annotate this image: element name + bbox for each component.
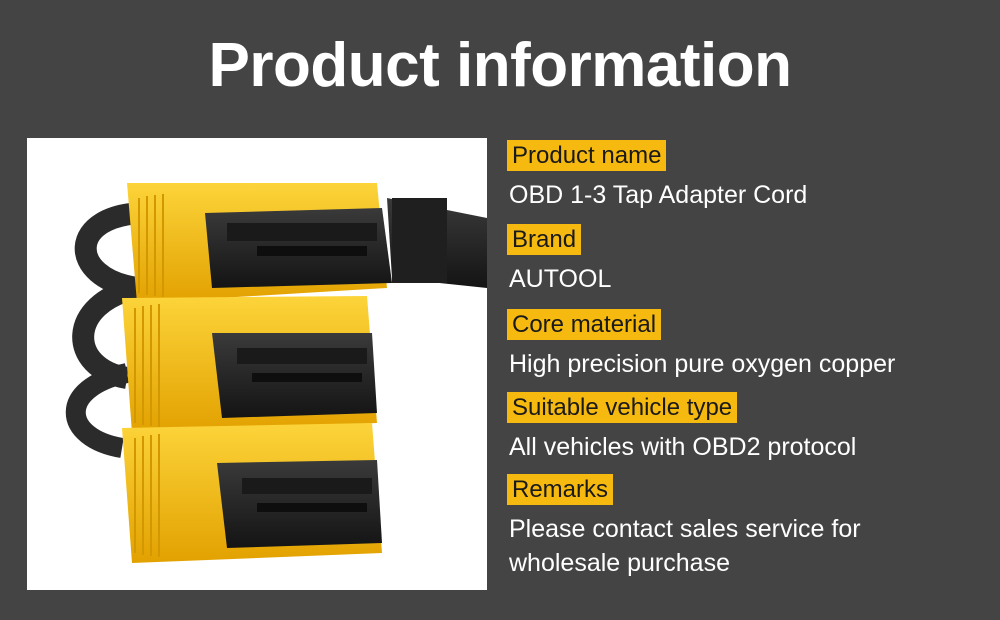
spec-value: High precision pure oxygen copper	[509, 350, 896, 378]
spec-item: Brand	[507, 224, 582, 255]
connector-bottom	[122, 423, 382, 563]
spec-label: Core material	[507, 309, 662, 340]
spec-item: Remarks	[507, 474, 614, 505]
connector-middle	[122, 296, 377, 433]
spec-label: Brand	[507, 224, 582, 255]
spec-item: Product name	[507, 140, 667, 171]
spec-item: Suitable vehicle type	[507, 392, 738, 423]
spec-label: Product name	[507, 140, 667, 171]
connector-top	[127, 183, 392, 303]
spec-value: All vehicles with OBD2 protocol	[509, 433, 857, 461]
product-photo	[27, 138, 487, 590]
spec-label: Suitable vehicle type	[507, 392, 738, 423]
spec-value: Please contact sales service for wholesa…	[509, 515, 861, 577]
spec-value: AUTOOL	[509, 265, 612, 293]
spec-label: Remarks	[507, 474, 614, 505]
obd-splitter-cable-photo	[65, 183, 487, 563]
page-title: Product information	[208, 31, 792, 100]
spec-value: OBD 1-3 Tap Adapter Cord	[509, 181, 808, 209]
spec-item: Core material	[507, 309, 662, 340]
